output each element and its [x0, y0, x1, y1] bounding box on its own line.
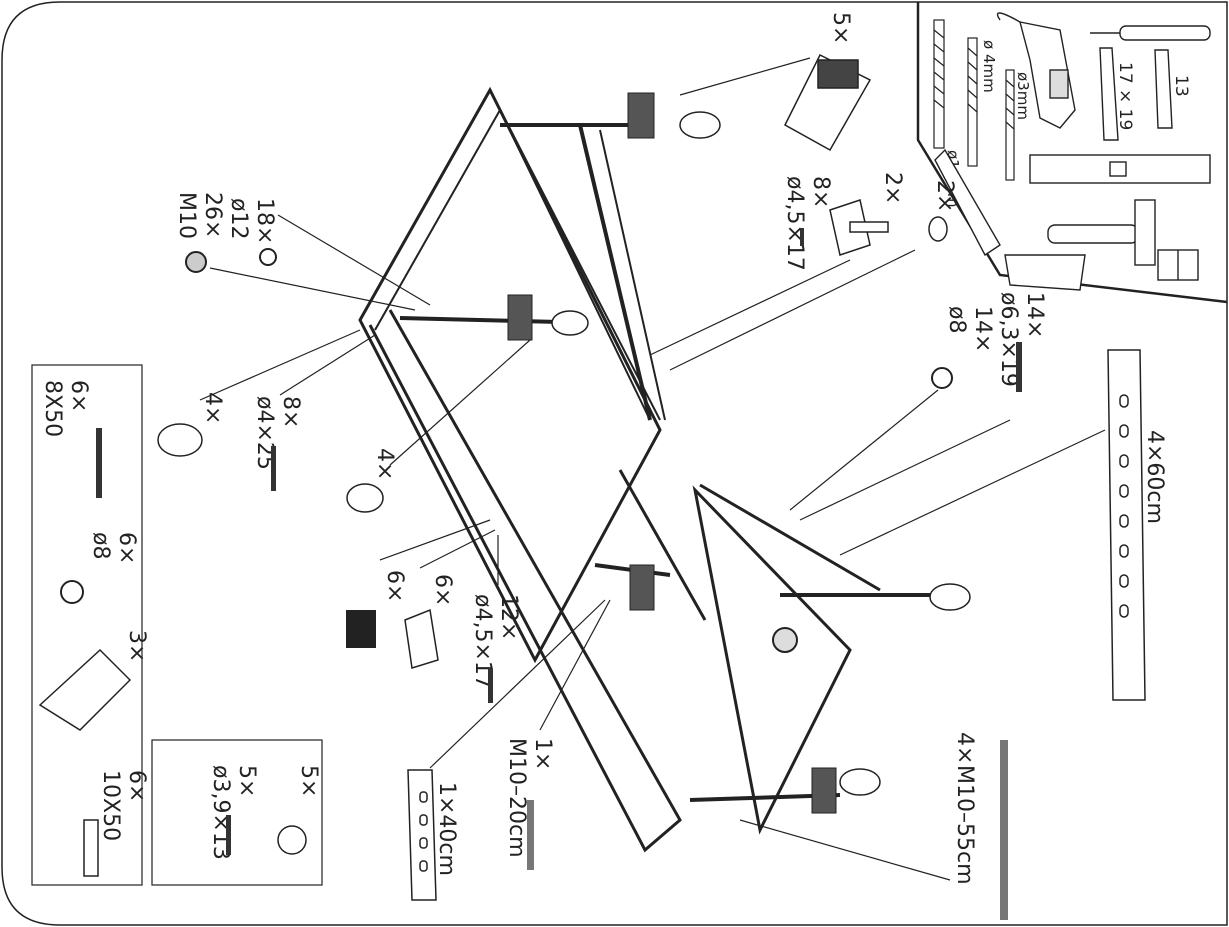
box1-washer-icon [60, 580, 84, 604]
clip-a-qty: 6× [382, 570, 407, 602]
washer-big-qty: 18× [252, 198, 277, 244]
clip-b-qty: 6× [430, 574, 455, 606]
foot-qty-a: 4× [200, 392, 225, 424]
box1-washer-size: ø8 [88, 532, 113, 559]
angle-bracket-icon [38, 648, 132, 731]
wrench-a-label: 17 × 19 [1115, 62, 1135, 130]
box1-washer-qty: 6× [114, 532, 139, 564]
frame-assembly [358, 86, 881, 853]
rod-long-qty: 4× [952, 732, 977, 764]
foot-a-icon [157, 423, 203, 457]
wrench-b-label: 13 [1171, 75, 1191, 97]
leader-lines [199, 57, 1106, 881]
hardware-box-2: 5× 5× ø3,9×13 [151, 739, 323, 886]
adjustable-foot-icon [551, 111, 971, 796]
screw-b-qty: 14× [1022, 292, 1047, 338]
hammer-icon [1047, 199, 1156, 266]
drill-b-label: ø 4mm [980, 40, 998, 93]
bolt-icon [96, 428, 102, 498]
washer-small-qty: 14× [970, 306, 995, 352]
short-rail-icon [407, 769, 437, 901]
hook-bracket-icon [784, 53, 872, 152]
drill-bit-icon [933, 19, 1015, 181]
spirit-level-icon [1029, 154, 1211, 184]
long-rod-icon [1000, 740, 1008, 920]
box2-cap-qty: 5× [296, 765, 321, 797]
wrench-icon [1099, 47, 1173, 141]
washer-icon [259, 248, 277, 266]
box1-plug-size: 10X50 [98, 770, 123, 841]
nut-size: M10 [174, 192, 199, 239]
screw-a-qty: 8× [808, 176, 833, 208]
hardware-box-1: 6× 8X50 6× ø8 3× 6× 10X50 [31, 364, 149, 886]
short-rod-icon [527, 800, 534, 870]
nut-qty: 26× [200, 192, 225, 238]
tools-panel: ø10mm ø 4mm ø3mm 17 × 19 13 [916, 2, 1228, 304]
cover-cap-icon [277, 825, 307, 855]
rod-long-size: M10–55cm [952, 765, 977, 885]
clip-b-icon [404, 608, 439, 669]
long-rail-icon [1107, 349, 1146, 701]
screw-d-qty: 12× [496, 594, 521, 640]
box1-bracket-qty: 3× [124, 630, 149, 662]
foot-qty-b: 4× [372, 448, 397, 480]
screwdriver-icon [1090, 25, 1211, 41]
box-icon [1157, 249, 1199, 281]
foot-b-icon [346, 483, 384, 513]
box1-bolt-qty: 6× [66, 380, 91, 412]
screw-d-icon [488, 668, 493, 703]
knob-qty: 2× [932, 180, 957, 212]
leg-plate-qty: 2× [880, 172, 905, 204]
saw-icon [934, 148, 1086, 291]
leg-plate-icon [829, 199, 889, 256]
screw-c-icon [271, 446, 276, 491]
box1-bolt-size: 8X50 [40, 380, 65, 437]
screw-c-qty: 8× [278, 396, 303, 428]
nut-icon [185, 251, 207, 273]
power-drill-icon [996, 12, 1076, 129]
box2-screw-icon [226, 815, 231, 855]
clip-a-icon [346, 610, 376, 648]
screw-a-size: ø4,5×17 [782, 176, 807, 271]
drill-c-label: ø3mm [1014, 72, 1032, 120]
screw-a-icon [800, 228, 804, 246]
wall-plug-icon [83, 819, 99, 877]
washer-big-size: ø12 [226, 198, 251, 239]
knob-icon [928, 216, 948, 242]
washer-small-icon [931, 367, 953, 389]
rod-short-size: M10–20cm [504, 738, 529, 858]
rail-long-label: 4×60cm [1142, 430, 1167, 524]
rod-short-qty: 1× [530, 738, 555, 770]
hook-qty: 5× [828, 12, 853, 44]
box2-screw-qty: 5× [234, 765, 259, 797]
screw-b-icon [1016, 342, 1022, 392]
mounting-plate-icon [507, 92, 837, 814]
rail-short-label: 1×40cm [434, 782, 459, 876]
box1-plug-qty: 6× [124, 770, 149, 802]
washer-small-size: ø8 [944, 306, 969, 333]
